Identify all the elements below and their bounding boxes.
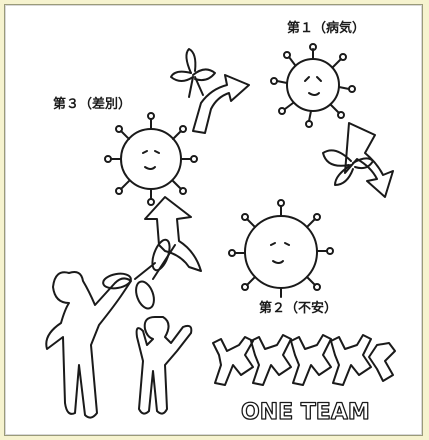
arrow-icon-right bbox=[323, 123, 393, 197]
virus-icon-second bbox=[229, 200, 333, 297]
team-figures bbox=[213, 335, 395, 385]
virus-icon-third bbox=[105, 113, 197, 205]
virus-icon-first bbox=[271, 44, 355, 127]
person-icon-left bbox=[46, 272, 131, 418]
team-text: ONE TEAM bbox=[241, 400, 370, 425]
person-icon-middle bbox=[137, 317, 192, 414]
label-second: 第２（不安） bbox=[259, 297, 337, 316]
scissors-icon bbox=[102, 238, 175, 311]
label-first: 第１（病気） bbox=[287, 17, 365, 36]
arrow-icon-top bbox=[171, 49, 249, 133]
illustration-canvas: ONE TEAM bbox=[5, 5, 423, 436]
label-third: 第３（差別） bbox=[53, 93, 131, 112]
illustration-panel: ONE TEAM 第１（病気） 第２（不安） 第３（差別） bbox=[4, 4, 423, 436]
ribbon-icon-right bbox=[323, 150, 373, 185]
ribbon-icon-top bbox=[171, 49, 215, 97]
